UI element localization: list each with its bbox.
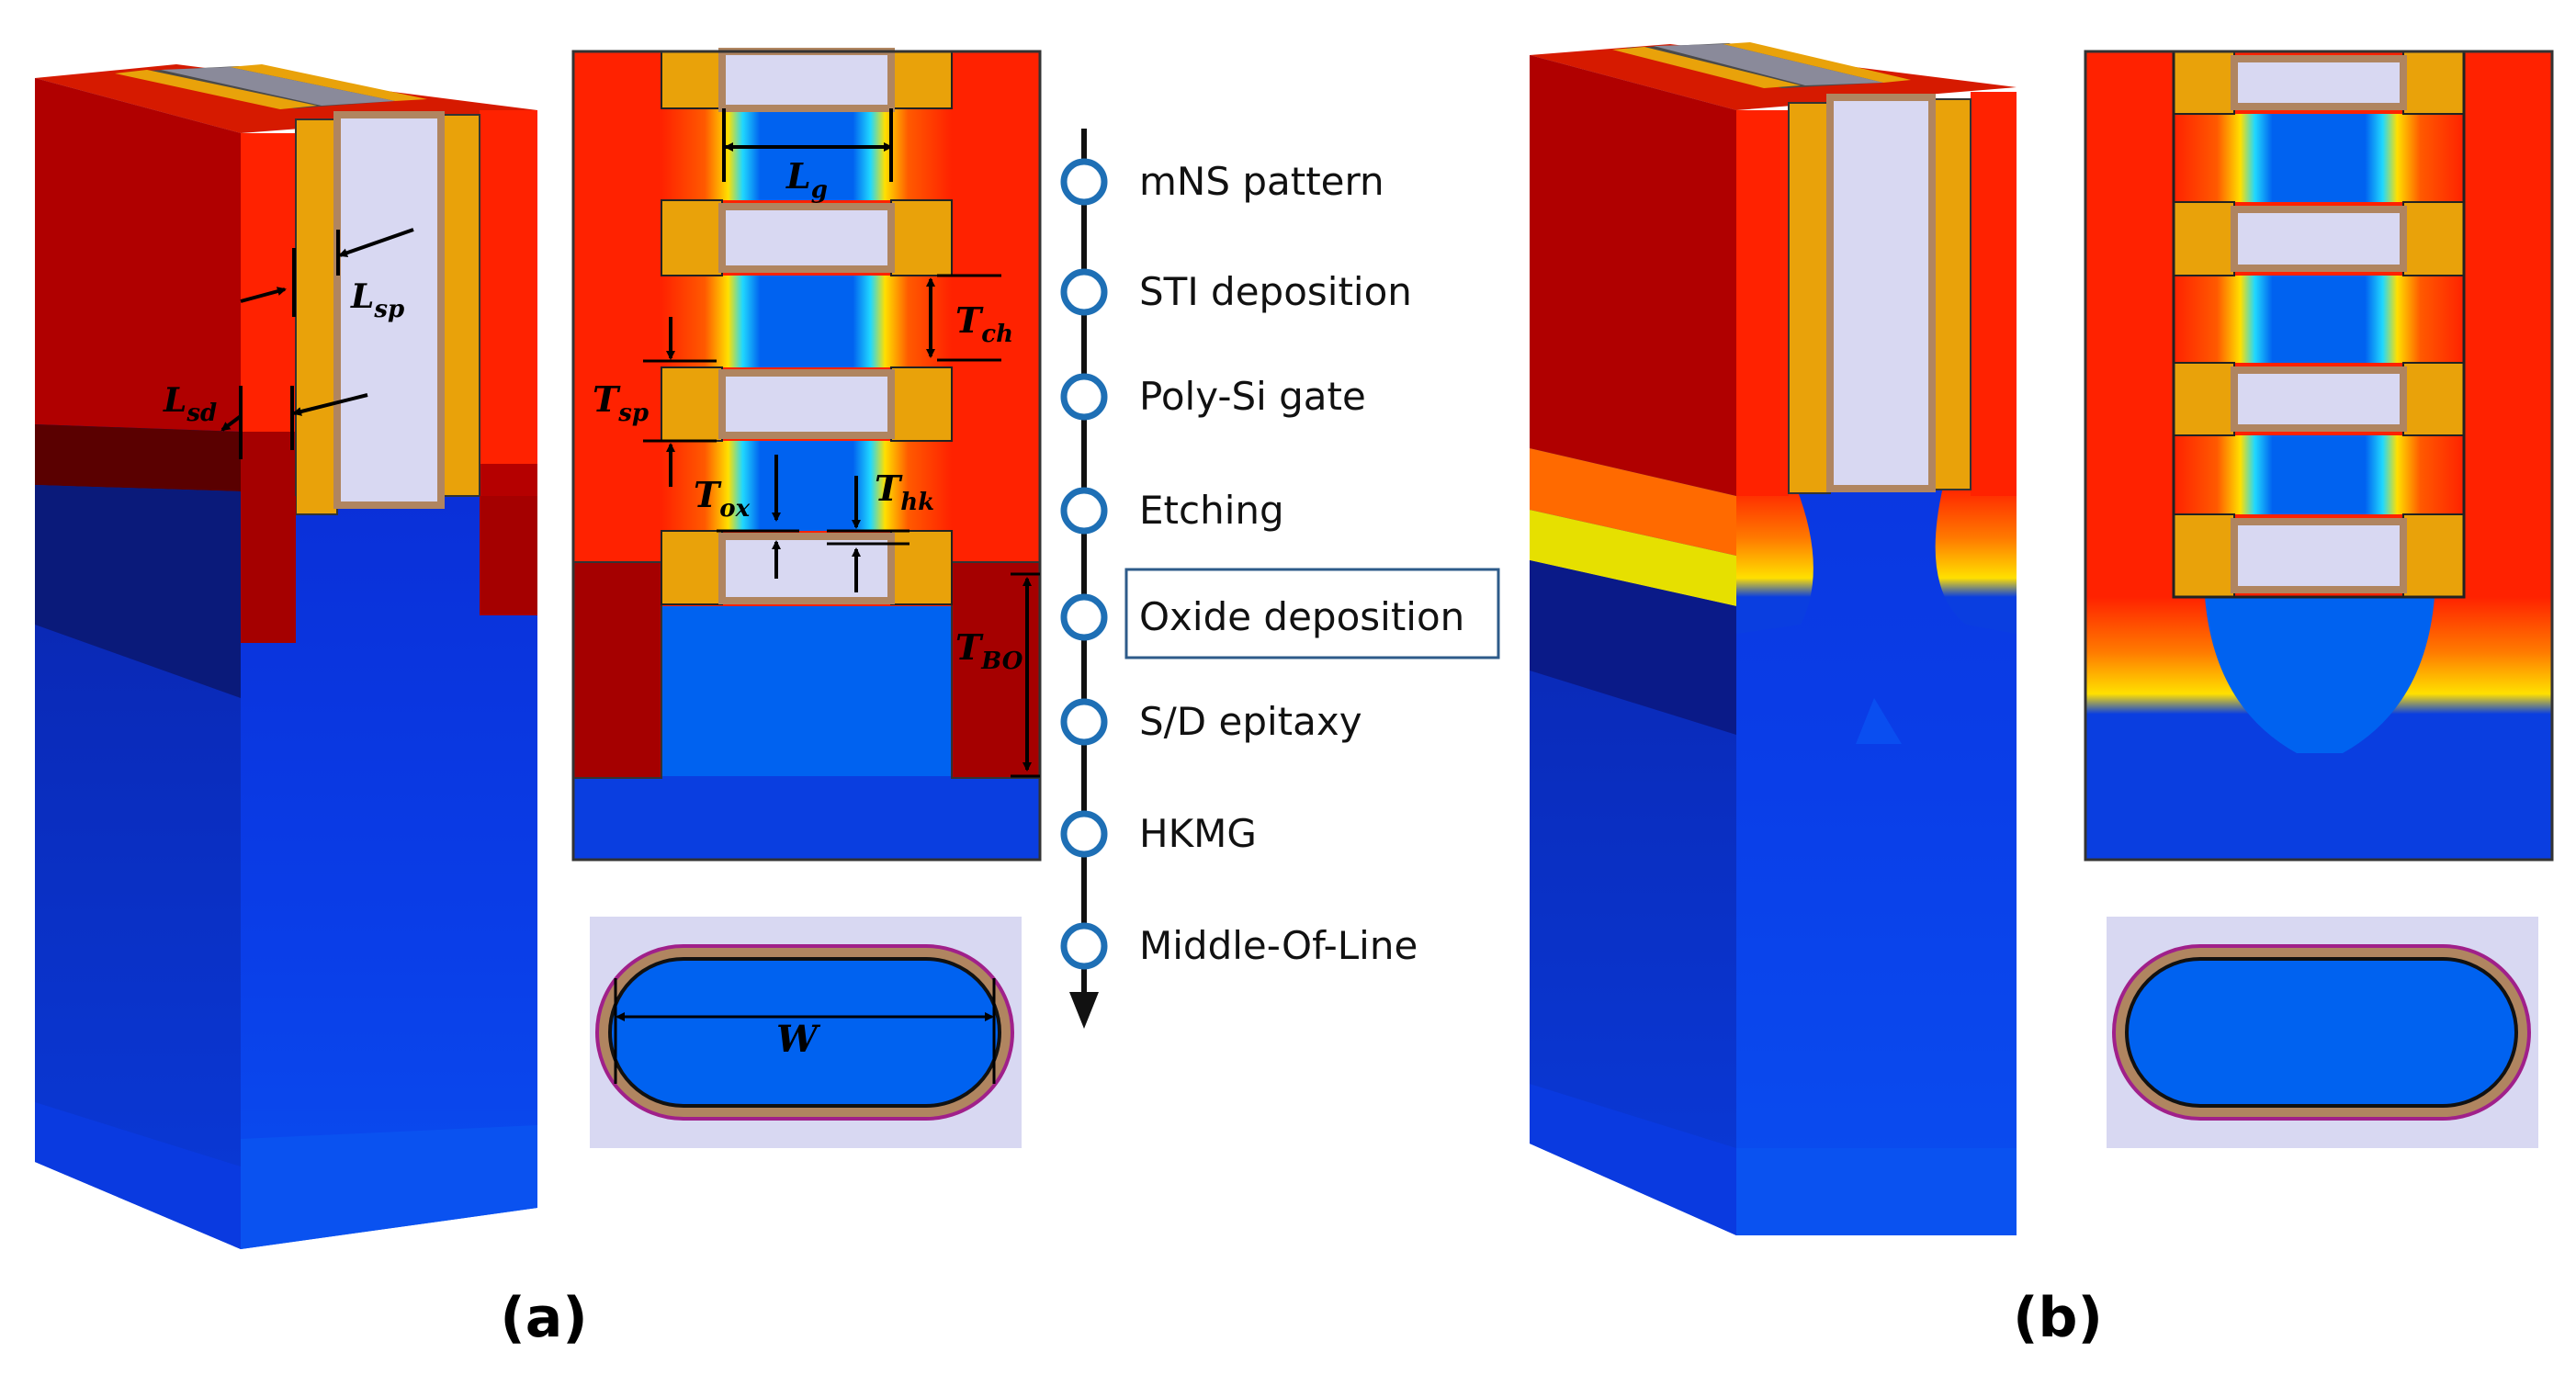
gate-b: [2231, 55, 2407, 110]
gate-b: [2231, 518, 2407, 593]
gate-stack-1: [661, 199, 953, 276]
flow-step-marker: [1060, 810, 1108, 858]
cross-section-a: [571, 48, 1042, 862]
spacer-b: [2173, 201, 2235, 276]
spacer-b: [2402, 513, 2465, 598]
nanosheet-cross-b: [2107, 917, 2538, 1148]
gate-stack-0: [661, 48, 953, 112]
spacer-b: [2173, 513, 2235, 598]
label-Lsp: Lsp: [350, 277, 404, 323]
device-a-annotations: Lsp Lsd: [163, 228, 414, 459]
spacer-b: [2173, 362, 2235, 436]
gate-stack-3: [661, 530, 953, 605]
cross-section-a-annotations: Lg Tch Tsp Tox Thk TBO: [593, 108, 1040, 778]
label-Tch: Tch: [955, 299, 1013, 348]
channel-b-band: [2174, 114, 2319, 202]
cross-section-b: [2084, 50, 2554, 862]
label-TBO: TBO: [955, 626, 1023, 675]
flow-step-label: Poly-Si gate: [1139, 374, 1366, 419]
label-W: W: [776, 1018, 821, 1061]
channel-b-band: [2174, 276, 2319, 363]
nanosheet-cross-a: W: [590, 917, 1022, 1148]
device-a-front-blue: [241, 496, 537, 1249]
flow-step-marker: [1060, 487, 1108, 535]
flow-step-marker: [1060, 922, 1108, 970]
panel-label-a: (a): [500, 1286, 587, 1350]
channel-b-band: [2319, 276, 2464, 363]
label-Tsp: Tsp: [593, 378, 649, 427]
flow-step-label: HKMG: [1139, 811, 1257, 856]
flow-step-marker: [1060, 698, 1108, 746]
flow-arrow-icon: [1069, 992, 1099, 1029]
gate-b: [2231, 206, 2407, 272]
spacer-b: [2402, 51, 2465, 115]
channel-b-band: [2319, 435, 2464, 514]
gate-b: [2231, 366, 2407, 432]
device-3d-b: [1530, 42, 2017, 1235]
device-a-sd-right: [480, 110, 537, 496]
label-Thk: Thk: [875, 468, 934, 516]
label-Lsd: Lsd: [163, 381, 217, 427]
spacer-b: [2173, 51, 2235, 115]
flow-step-marker: [1060, 373, 1108, 421]
channel-b-band: [2319, 114, 2464, 202]
channel-1: [661, 108, 952, 200]
device-3d-a: [35, 64, 537, 1249]
flow-step-label: Oxide deposition: [1139, 594, 1464, 639]
channel-2: [661, 276, 952, 367]
highlight-box: [1124, 568, 1500, 659]
spacer-b: [2402, 362, 2465, 436]
spacer-b: [2402, 201, 2465, 276]
flow-step-label: STI deposition: [1139, 269, 1412, 314]
flow-step-label: Middle-Of-Line: [1139, 923, 1418, 968]
label-Tox: Tox: [694, 474, 751, 523]
panel-label-b: (b): [2013, 1286, 2103, 1350]
label-Lg: Lg: [785, 155, 828, 204]
device-a-gate: [333, 111, 445, 509]
flow-step-marker: [1060, 158, 1108, 206]
flow-step-label: Etching: [1139, 488, 1284, 533]
flow-step-marker: [1060, 593, 1108, 641]
device-a-spacer-left: [295, 118, 338, 515]
channel-b-band: [2174, 435, 2319, 514]
flow-step-marker: [1060, 268, 1108, 316]
flow-step-label: S/D epitaxy: [1139, 699, 1362, 744]
device-a-spacer-right: [440, 114, 480, 497]
flow-step-label: mNS pattern: [1139, 159, 1384, 204]
channel-3: [661, 441, 952, 531]
gate-stack-2: [661, 366, 953, 442]
